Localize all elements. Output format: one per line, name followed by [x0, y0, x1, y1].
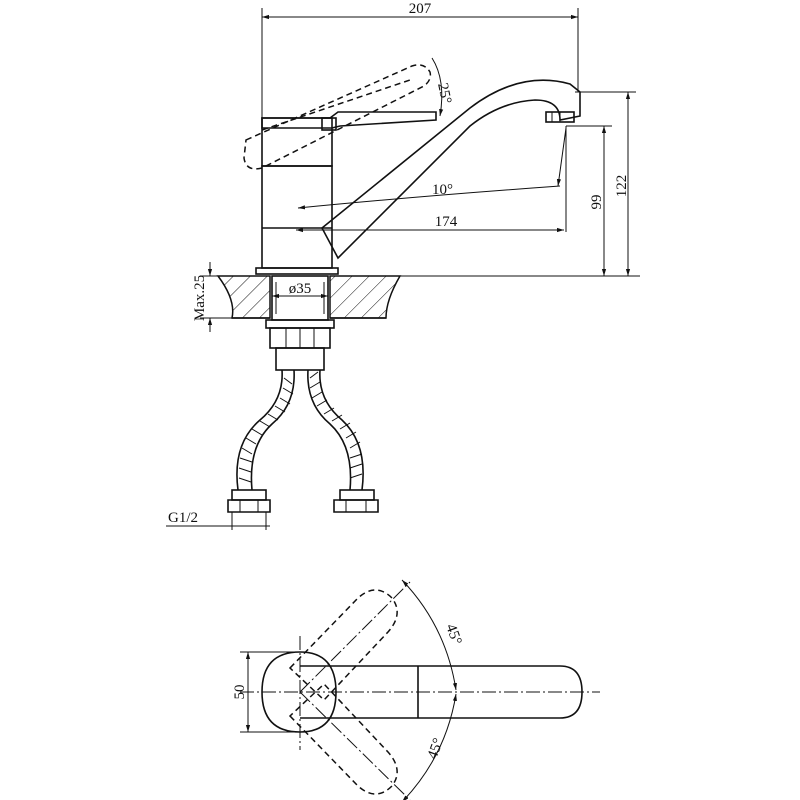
dim-body-width: 50: [232, 651, 300, 733]
lever-swivel-down: [288, 682, 398, 795]
dim-label-max25: Max.25: [192, 275, 208, 321]
dim-label-45deg-top: 45°: [442, 622, 464, 647]
dim-label-diameter-35: ø35: [289, 281, 312, 297]
dim-connection-thread: G1/2: [166, 510, 270, 530]
dim-label-122: 122: [614, 175, 630, 198]
dim-label-25deg: 25°: [434, 82, 454, 106]
dim-hole-diameter: ø35: [272, 281, 328, 299]
dim-label-10deg: 10°: [432, 182, 453, 198]
side-view: 207 25°: [166, 1, 640, 530]
faucet-body: [255, 117, 339, 275]
dim-label-50: 50: [232, 685, 248, 700]
lever-swivel-up: [288, 589, 398, 702]
dim-label-45deg-bottom: 45°: [425, 736, 447, 761]
spout: [320, 79, 581, 260]
lever-top: [300, 665, 583, 719]
handle-raised-outline: [243, 64, 432, 170]
flex-hose-right: [307, 369, 379, 513]
dim-label-207: 207: [409, 1, 432, 17]
top-view: 45° 45° 50: [232, 579, 600, 800]
countertop-section: [216, 275, 402, 319]
dim-label-g12: G1/2: [168, 510, 198, 526]
dim-spout-reach: 10° 174: [296, 126, 567, 233]
lever-handle: [261, 111, 437, 131]
dim-overall-width: 207: [261, 1, 579, 118]
dim-label-99: 99: [589, 195, 605, 210]
dim-heights: 122 99: [350, 91, 640, 277]
mounting-shank: [265, 275, 335, 371]
dim-mount-thickness: Max.25: [192, 262, 232, 332]
dim-handle-angle: 25°: [431, 57, 454, 117]
dim-label-174: 174: [435, 214, 458, 230]
flex-hose-left: [227, 369, 295, 513]
